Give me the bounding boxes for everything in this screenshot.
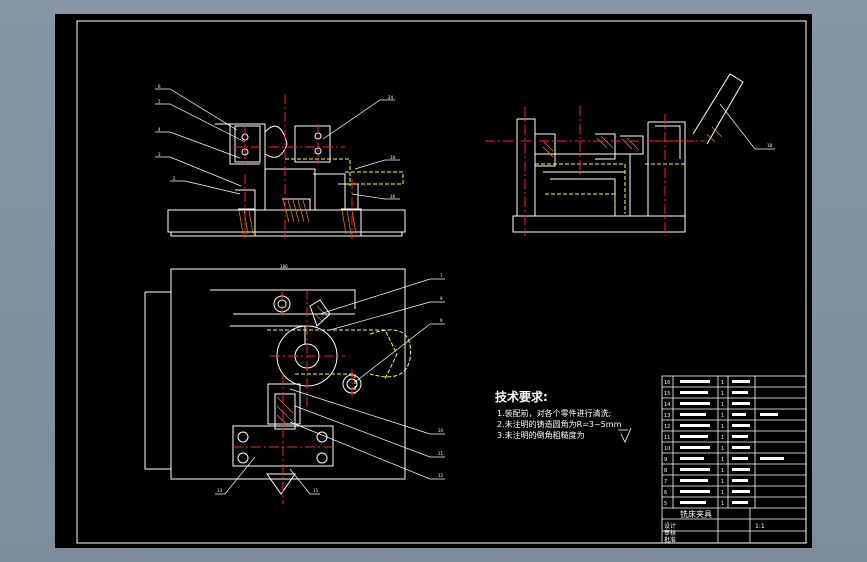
- tech-requirement-2: 2.未注明的铸造圆角为R=3~5mm: [497, 420, 622, 429]
- tech-requirement-3: 3.未注明的倒角粗糙度为: [497, 431, 585, 440]
- side-view-balloon: 18: [767, 143, 773, 148]
- svg-text:13: 13: [664, 413, 670, 419]
- svg-text:6: 6: [158, 84, 161, 89]
- title-block-row-reviewer: 审核: [664, 529, 676, 537]
- svg-text:1: 1: [721, 435, 724, 441]
- svg-text:180: 180: [280, 264, 288, 269]
- svg-text:2: 2: [173, 176, 176, 181]
- svg-text:4: 4: [158, 127, 161, 132]
- svg-text:18: 18: [390, 155, 396, 160]
- svg-text:9: 9: [440, 296, 443, 301]
- plan-view-hatch: [276, 305, 328, 426]
- svg-text:14: 14: [664, 402, 670, 408]
- svg-text:8: 8: [664, 468, 667, 474]
- svg-text:13: 13: [217, 488, 223, 493]
- svg-text:9: 9: [440, 318, 443, 323]
- svg-text:16: 16: [390, 194, 396, 199]
- plan-view-centerlines: [233, 289, 353, 504]
- svg-text:16: 16: [664, 380, 670, 386]
- svg-text:3: 3: [158, 152, 161, 157]
- plan-view-balloons: 7 9 9 10 11 12 13 15 180: [217, 264, 444, 493]
- roughness-symbol: [618, 427, 632, 443]
- svg-text:1: 1: [721, 457, 724, 463]
- svg-text:15: 15: [313, 488, 319, 493]
- tech-requirements: 技术要求: 1.装配前，对各个零件进行清洗; 2.未注明的铸造圆角为R=3~5m…: [495, 388, 665, 448]
- svg-text:6: 6: [664, 490, 667, 496]
- side-view-leaders: [719, 103, 775, 150]
- svg-text:11: 11: [438, 451, 444, 456]
- side-view-centerlines: [485, 106, 705, 236]
- svg-text:12: 12: [438, 473, 444, 478]
- front-view-balloons: 6 5 4 3 2 24 18 16: [158, 84, 396, 199]
- svg-text:7: 7: [440, 273, 443, 278]
- svg-text:10: 10: [438, 428, 444, 433]
- tech-requirements-title: 技术要求:: [495, 390, 548, 404]
- plan-view-hidden: [267, 329, 411, 394]
- svg-text:1: 1: [721, 501, 724, 507]
- svg-text:15: 15: [664, 391, 670, 397]
- tech-requirement-1: 1.装配前，对各个零件进行清洗;: [497, 409, 612, 418]
- svg-text:1: 1: [721, 402, 724, 408]
- svg-text:1: 1: [721, 391, 724, 397]
- side-view: [512, 73, 744, 233]
- svg-text:5: 5: [158, 99, 161, 104]
- title-block: [661, 375, 807, 544]
- plan-view: [144, 268, 406, 495]
- title-block-row-designer: 设计: [664, 522, 676, 530]
- inner-frame: [76, 20, 807, 544]
- svg-text:12: 12: [664, 424, 670, 430]
- svg-text:1: 1: [721, 446, 724, 452]
- svg-text:1: 1: [721, 380, 724, 386]
- title-block-row-approver: 批准: [664, 536, 676, 544]
- svg-text:24: 24: [388, 95, 394, 100]
- plan-view-leaders: [215, 278, 445, 495]
- svg-text:7: 7: [664, 479, 667, 485]
- svg-text:10: 10: [664, 446, 670, 452]
- svg-text:5: 5: [664, 501, 667, 507]
- drawing-scale: 1:1: [755, 523, 765, 530]
- svg-text:1: 1: [721, 468, 724, 474]
- drawing-title: 铣床夹具: [680, 509, 712, 519]
- front-view-hidden: [285, 158, 404, 186]
- svg-text:1: 1: [721, 479, 724, 485]
- front-view-centerlines: [233, 94, 353, 239]
- front-view-leaders: [155, 88, 400, 200]
- front-view-hatch: [238, 199, 357, 235]
- front-view: [167, 123, 406, 237]
- svg-text:1: 1: [721, 490, 724, 496]
- svg-text:9: 9: [664, 457, 667, 463]
- svg-text:1: 1: [721, 424, 724, 430]
- svg-text:11: 11: [664, 435, 670, 441]
- title-block-cell-marks: [680, 380, 784, 504]
- svg-text:1: 1: [721, 413, 724, 419]
- side-view-hatch: [542, 126, 723, 158]
